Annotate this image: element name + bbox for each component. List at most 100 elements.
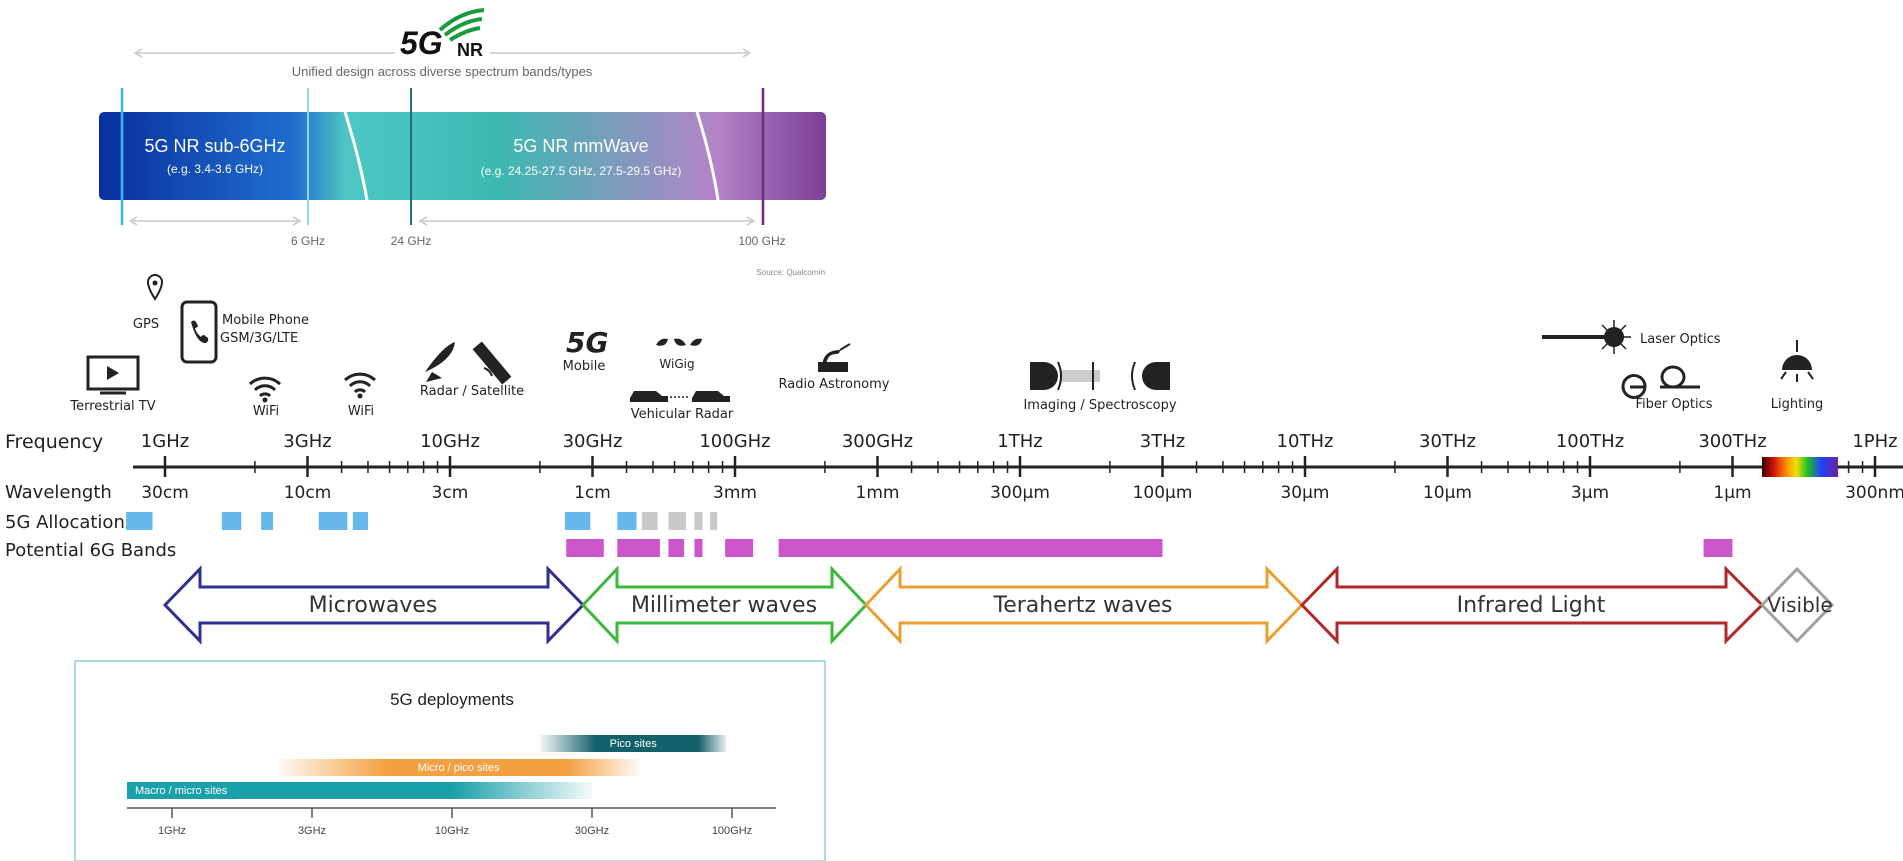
band-arrows: [162, 565, 1835, 645]
band-label-millimeter: Millimeter waves: [631, 593, 817, 618]
app-label-fiber-optics: Fiber Optics: [1636, 397, 1713, 412]
deployments-tick-label: 30GHz: [575, 825, 609, 837]
marker-24ghz: 24 GHz: [391, 234, 432, 248]
app-label-mobile-5g: Mobile: [563, 359, 606, 374]
wavelength-tick-label: 1cm: [574, 483, 611, 503]
wifi-icon: [343, 372, 377, 399]
5g-allocation-band: [710, 512, 718, 530]
logo-sub: NR: [457, 40, 483, 60]
deployments-title: 5G deployments: [390, 690, 514, 709]
wavelength-tick-label: 30cm: [141, 483, 189, 503]
wavelength-label: Wavelength: [5, 482, 112, 503]
potential-6g-bands: [566, 539, 1733, 557]
frequency-tick-label: 100GHz: [699, 431, 770, 452]
wavelength-tick-label: 10µm: [1423, 483, 1472, 503]
nr-subtitle: Unified design across diverse spectrum b…: [292, 64, 593, 79]
band-label-terahertz: Terahertz waves: [993, 593, 1173, 618]
app-label-vehicular-radar: Vehicular Radar: [631, 407, 734, 422]
nr-panel: 5G NR Unified design across diverse spec…: [99, 8, 826, 277]
mmwave-example: (e.g. 24.25-27.5 GHz, 27.5-29.5 GHz): [481, 164, 682, 178]
5g-allocation-band: [221, 512, 242, 530]
source-note: Source: Qualcomm: [757, 268, 826, 277]
band-arrow-visible: [1759, 566, 1835, 644]
spectrum-chart: Frequency Wavelength 5G Allocations Pote…: [5, 431, 1903, 645]
deployment-bar-label: Pico sites: [610, 738, 658, 750]
minor-ticks: [254, 461, 1864, 473]
frequency-tick-label: 3GHz: [283, 431, 331, 452]
satellite-icon: [472, 341, 512, 385]
allocations-label: 5G Allocations: [5, 512, 134, 533]
car-icon: [630, 391, 730, 402]
frequency-tick-label: 10GHz: [420, 431, 480, 452]
frequency-tick-label: 10THz: [1277, 431, 1334, 452]
marker-6ghz: 6 GHz: [291, 234, 325, 248]
potential-6g-band: [694, 539, 703, 557]
wavelength-tick-label: 300µm: [990, 483, 1050, 503]
mobile-phone-icon: [180, 300, 218, 364]
5g-allocation-band: [617, 512, 637, 530]
deployment-bar-label: Macro / micro sites: [135, 785, 228, 797]
5g-allocation-band: [641, 512, 658, 530]
5g-allocation-band: [126, 512, 153, 530]
deployment-bar-label: Micro / pico sites: [418, 762, 500, 774]
app-label-laser-optics: Laser Optics: [1640, 332, 1721, 347]
app-label-mobile-phone: Mobile Phone: [222, 313, 309, 328]
deployments-tick-label: 1GHz: [158, 825, 186, 837]
deployment-bar: [278, 759, 640, 776]
app-label-radio-astronomy: Radio Astronomy: [779, 377, 890, 392]
lamp-icon: [1780, 340, 1814, 382]
5g-allocation-band: [668, 512, 686, 530]
deployment-bar: [127, 782, 592, 799]
frequency-tick-label: 3THz: [1140, 431, 1185, 452]
band-label-infrared: Infrared Light: [1457, 593, 1606, 618]
location-pin-icon: [146, 274, 164, 301]
satellite-dish-icon: [425, 342, 455, 382]
app-label-gsm: GSM/3G/LTE: [220, 331, 298, 346]
frequency-tick-label: 1PHz: [1852, 431, 1897, 452]
frequency-tick-label: 300THz: [1698, 431, 1766, 452]
5g-allocation-band: [261, 512, 274, 530]
app-label-tv: Terrestrial TV: [69, 399, 155, 414]
wavelength-tick-label: 3mm: [713, 483, 757, 503]
deployments-tick-label: 100GHz: [712, 825, 752, 837]
wigig-icon: [656, 338, 702, 346]
5g-allocation-band: [694, 512, 703, 530]
sub6-example: (e.g. 3.4-3.6 GHz): [167, 162, 263, 176]
frequency-tick-label: 100THz: [1556, 431, 1624, 452]
logo-main: 5G: [400, 25, 443, 61]
lens-icon: [1030, 361, 1170, 391]
mmwave-title: 5G NR mmWave: [513, 136, 648, 156]
5g-allocation-band: [352, 512, 368, 530]
frequency-tick-label: 30THz: [1419, 431, 1476, 452]
band-label-microwaves: Microwaves: [309, 593, 438, 618]
sub6-title: 5G NR sub-6GHz: [144, 136, 285, 156]
frequency-tick-label: 1THz: [997, 431, 1042, 452]
potential-6g-band: [1703, 539, 1733, 557]
wavelength-tick-label: 300nm: [1845, 483, 1903, 503]
potential-6g-band: [778, 539, 1163, 557]
deployment-bar: [540, 735, 727, 752]
deployments-tick-label: 10GHz: [435, 825, 469, 837]
app-label-wigig: WiGig: [659, 357, 694, 371]
frequency-tick-label: 30GHz: [563, 431, 623, 452]
marker-100ghz: 100 GHz: [738, 234, 785, 248]
frequency-label: Frequency: [5, 431, 103, 453]
laser-icon: [1542, 320, 1631, 354]
5g-allocation-band: [564, 512, 591, 530]
fiber-icon: [1621, 365, 1700, 399]
5g-allocation-band: [318, 512, 348, 530]
tv-icon: [86, 355, 140, 395]
potential-6g-band: [725, 539, 754, 557]
wavelength-tick-label: 10cm: [284, 483, 332, 503]
wavelength-tick-label: 3cm: [432, 483, 469, 503]
app-label-wifi-2: WiFi: [348, 404, 374, 419]
telescope-icon: [818, 343, 851, 372]
visible-spectrum-swatch: [1762, 457, 1838, 477]
deployments-tick-label: 3GHz: [298, 825, 326, 837]
wavelength-tick-label: 3µm: [1571, 483, 1609, 503]
nr-spectrum-bar: [99, 112, 826, 200]
